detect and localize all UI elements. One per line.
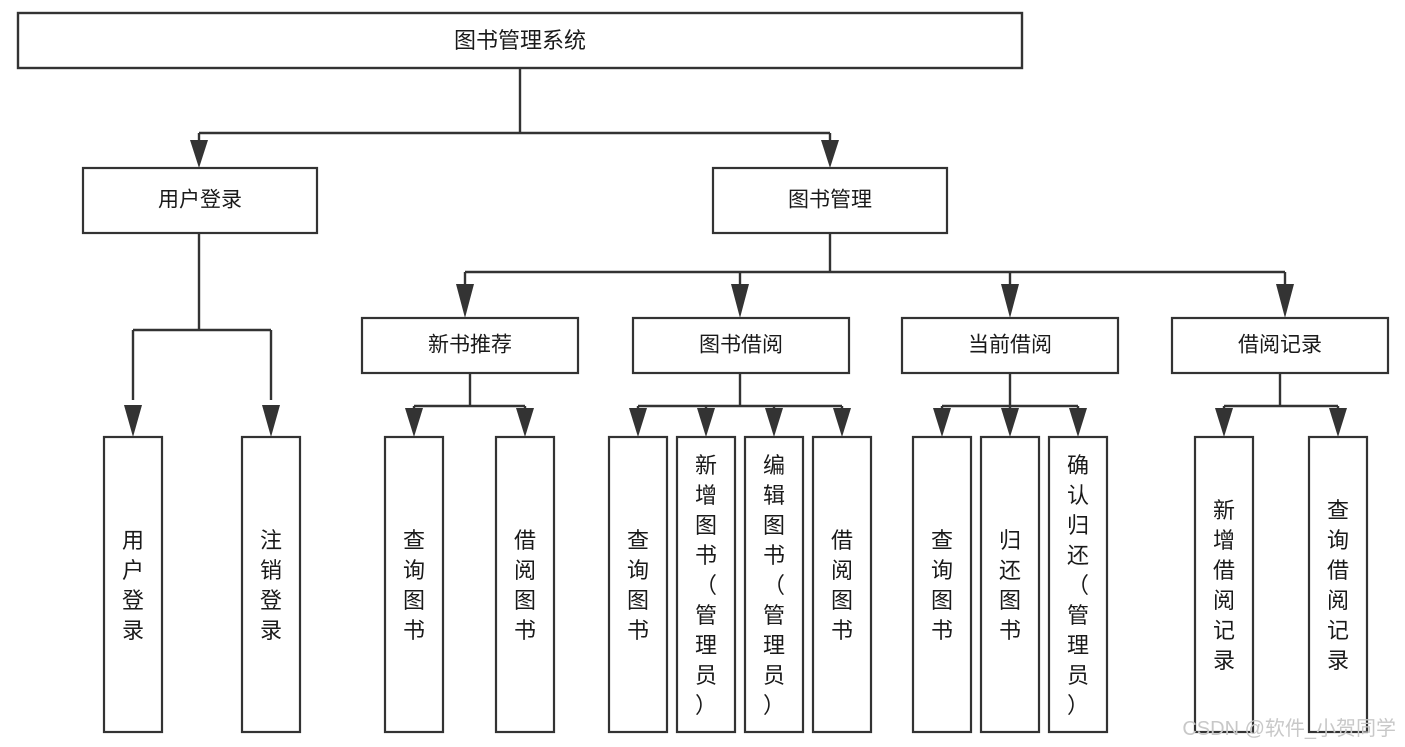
leaf-currentborrow-query-box[interactable] [911, 435, 973, 734]
node-book-management-box[interactable] [711, 166, 949, 235]
leaf-newbook-query-label: 查询图书 [403, 528, 425, 643]
leaf-bookborrow-borrow-box[interactable] [811, 435, 873, 734]
leaf-newbook-borrow-label: 借阅图书 [514, 528, 536, 643]
leaf-node[interactable]: 新增图书（管理员） [675, 435, 737, 734]
leaf-logout-label: 注销登录 [260, 528, 282, 643]
node-book-borrow[interactable]: 图书借阅 [631, 316, 851, 375]
leaf-bookborrow-edit-box[interactable] [743, 435, 805, 734]
arrowhead-book-mgmt [821, 140, 839, 168]
leaf-node[interactable]: 用户登录 [102, 435, 164, 734]
arrowhead-newbook-leaf-1 [405, 408, 423, 437]
arrowhead-newbook-leaf-2 [516, 408, 534, 437]
leaf-currentborrow-query-label: 查询图书 [931, 528, 953, 643]
node-book-borrow-box[interactable] [631, 316, 851, 375]
leaf-currentborrow-return-label: 归还图书 [999, 528, 1021, 643]
node-new-book-recommend[interactable]: 新书推荐 [360, 316, 580, 375]
arrowhead-currentborrow-leaf-3 [1069, 408, 1087, 437]
leaf-node[interactable]: 注销登录 [240, 435, 302, 734]
arrowhead-leaf-logout [262, 405, 280, 437]
connector-layer [124, 68, 1347, 437]
node-current-borrow-box[interactable] [900, 316, 1120, 375]
arrowhead-book-borrow [731, 284, 749, 318]
leaf-newbook-query-box[interactable] [383, 435, 445, 734]
leaf-node[interactable]: 编辑图书（管理员） [743, 435, 805, 734]
leaf-bookborrow-borrow-label: 借阅图书 [831, 528, 853, 643]
leaf-node[interactable]: 查询图书 [911, 435, 973, 734]
arrowhead-currentborrow-leaf-1 [933, 408, 951, 437]
arrowhead-bookborrow-leaf-3 [765, 408, 783, 437]
leaf-borrowrecord-query-box[interactable] [1307, 435, 1369, 734]
node-user-login[interactable]: 用户登录 [81, 166, 319, 235]
leaf-bookborrow-add-box[interactable] [675, 435, 737, 734]
leaf-node[interactable]: 归还图书 [979, 435, 1041, 734]
csdn-watermark: CSDN @软件_小贺同学 [1182, 717, 1396, 740]
node-book-management[interactable]: 图书管理 [711, 166, 949, 235]
node-root-label: 图书管理系统 [454, 28, 586, 53]
arrowhead-bookborrow-leaf-2 [697, 408, 715, 437]
leaf-node[interactable]: 查询图书 [607, 435, 669, 734]
node-current-borrow-label: 当前借阅 [968, 334, 1052, 357]
arrowhead-borrowrecord-leaf-2 [1329, 408, 1347, 437]
node-current-borrow[interactable]: 当前借阅 [900, 316, 1120, 375]
leaf-currentborrow-confirm-box[interactable] [1047, 435, 1109, 734]
leaf-user-login-box[interactable] [102, 435, 164, 734]
leaf-user-login-label: 用户登录 [122, 528, 144, 643]
arrowhead-borrow-record [1276, 284, 1294, 318]
leaf-borrowrecord-add-label: 新增借阅记录 [1213, 498, 1235, 673]
leaf-node[interactable]: 查询图书 [383, 435, 445, 734]
leaf-bookborrow-add-label: 新增图书（管理员） [695, 453, 717, 718]
node-root[interactable]: 图书管理系统 [16, 11, 1024, 70]
arrowhead-user-login [190, 140, 208, 168]
leaf-bookborrow-query-label: 查询图书 [627, 528, 649, 643]
leaf-node[interactable]: 新增借阅记录 [1193, 435, 1255, 734]
node-root-box[interactable] [16, 11, 1024, 70]
arrowhead-bookborrow-leaf-1 [629, 408, 647, 437]
arrowhead-currentborrow-leaf-2 [1001, 408, 1019, 437]
leaf-bookborrow-query-box[interactable] [607, 435, 669, 734]
node-borrow-record-label: 借阅记录 [1238, 334, 1322, 357]
leaf-node[interactable]: 查询借阅记录 [1307, 435, 1369, 734]
node-user-login-label: 用户登录 [158, 189, 242, 212]
leaf-logout-box[interactable] [240, 435, 302, 734]
arrowhead-new-book [456, 284, 474, 318]
leaf-bookborrow-edit-label: 编辑图书（管理员） [763, 453, 785, 718]
leaf-currentborrow-return-box[interactable] [979, 435, 1041, 734]
leaf-newbook-borrow-box[interactable] [494, 435, 556, 734]
node-user-login-box[interactable] [81, 166, 319, 235]
arrowhead-leaf-user-login [124, 405, 142, 437]
node-new-book-recommend-label: 新书推荐 [428, 334, 512, 357]
leaf-borrowrecord-query-label: 查询借阅记录 [1327, 498, 1349, 673]
leaf-node[interactable]: 确认归还（管理员） [1047, 435, 1109, 734]
leaf-currentborrow-confirm-label: 确认归还（管理员） [1067, 453, 1089, 718]
arrowhead-borrowrecord-leaf-1 [1215, 408, 1233, 437]
node-new-book-recommend-box[interactable] [360, 316, 580, 375]
node-book-management-label: 图书管理 [788, 189, 872, 212]
arrowhead-current-borrow [1001, 284, 1019, 318]
leaf-node[interactable]: 借阅图书 [494, 435, 556, 734]
node-borrow-record[interactable]: 借阅记录 [1170, 316, 1390, 375]
node-book-borrow-label: 图书借阅 [699, 334, 783, 357]
arrowhead-bookborrow-leaf-4 [833, 408, 851, 437]
leaf-node[interactable]: 借阅图书 [811, 435, 873, 734]
node-borrow-record-box[interactable] [1170, 316, 1390, 375]
leaf-borrowrecord-add-box[interactable] [1193, 435, 1255, 734]
